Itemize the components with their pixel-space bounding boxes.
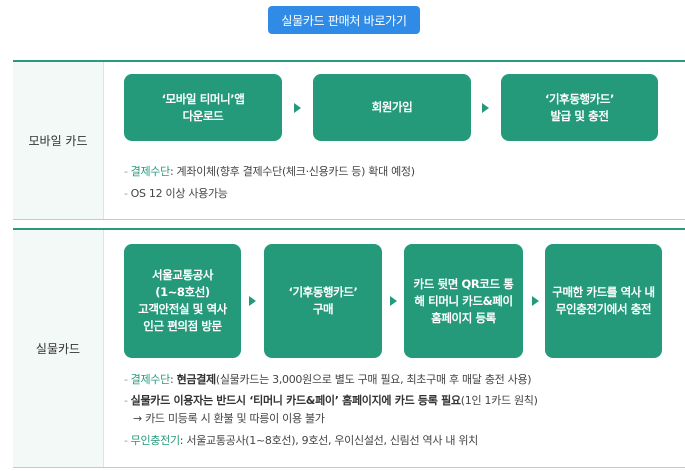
physical-note-register: -실물카드 이용자는 반드시 ‘티머니 카드&페이’ 홈페이지에 카드 등록 필… [124,394,538,407]
physical-card-store-link-button[interactable]: 실물카드 판매처 바로가기 [268,6,420,34]
physical-note-payment: -결제수단: 현금결제(실물카드는 3,000원으로 별도 구매 필요, 최초구… [124,373,532,386]
physical-card-section: 실물카드 서울교통공사 (1~8호선) 고객안전실 및 역사 인근 편의점 방문… [13,228,685,468]
arrow-right-icon [482,103,489,113]
payment-text: : 계좌이체(향후 결제수단(체크·신용카드 등) 확대 예정) [169,165,415,178]
physical-note-charger: -무인충전기: 서울교통공사(1~8호선), 9호선, 우이신설선, 신림선 역… [124,434,479,447]
payment-key: 결제수단 [130,373,171,386]
physical-step-buy-card: ‘기후동행카드’ 구매 [264,244,382,358]
arrow-right-icon [390,296,397,306]
physical-step-register-qr: 카드 뒷면 QR코드 통 해 티머니 카드&페이 홈페이지 등록 [404,244,523,358]
mobile-step-issue-charge: ‘기후동행카드’ 발급 및 충전 [501,74,658,141]
mobile-note-payment: -결제수단: 계좌이체(향후 결제수단(체크·신용카드 등) 확대 예정) [124,165,415,178]
physical-card-label: 실물카드 [13,230,104,467]
arrow-right-icon [249,296,256,306]
mobile-step-download-app: ‘모바일 티머니’앱 다운로드 [124,74,282,141]
mobile-card-section: 모바일 카드 ‘모바일 티머니’앱 다운로드 회원가입 ‘기후동행카드’ 발급 … [13,60,685,220]
physical-note-register-sub: → 카드 미등록 시 환불 및 따릉이 이용 불가 [133,412,325,425]
register-rest: (1인 1카드 원칙) [460,394,538,407]
charger-key: 무인충전기 [130,434,180,447]
physical-step-visit-store: 서울교통공사 (1~8호선) 고객안전실 및 역사 인근 편의점 방문 [124,244,241,358]
payment-key: 결제수단 [130,165,171,178]
payment-bold: 현금결제 [176,373,217,386]
register-bold: 실물카드 이용자는 반드시 ‘티머니 카드&페이’ 홈페이지에 카드 등록 필요 [130,394,461,407]
charger-text: : 서울교통공사(1~8호선), 9호선, 우이신설선, 신림선 역사 내 위치 [179,434,479,447]
mobile-step-signup: 회원가입 [313,74,471,141]
arrow-right-icon [294,103,301,113]
arrow-right-icon [532,296,539,306]
payment-rest: (실물카드는 3,000원으로 별도 구매 필요, 최초구매 후 매달 충전 사… [215,373,532,386]
mobile-note-os: -OS 12 이상 사용가능 [124,187,228,200]
physical-step-charge: 구매한 카드를 역사 내 무인충전기에서 충전 [545,244,662,358]
mobile-card-label: 모바일 카드 [13,62,104,219]
os-text: OS 12 이상 사용가능 [130,187,228,200]
payment-colon: : [169,373,177,386]
